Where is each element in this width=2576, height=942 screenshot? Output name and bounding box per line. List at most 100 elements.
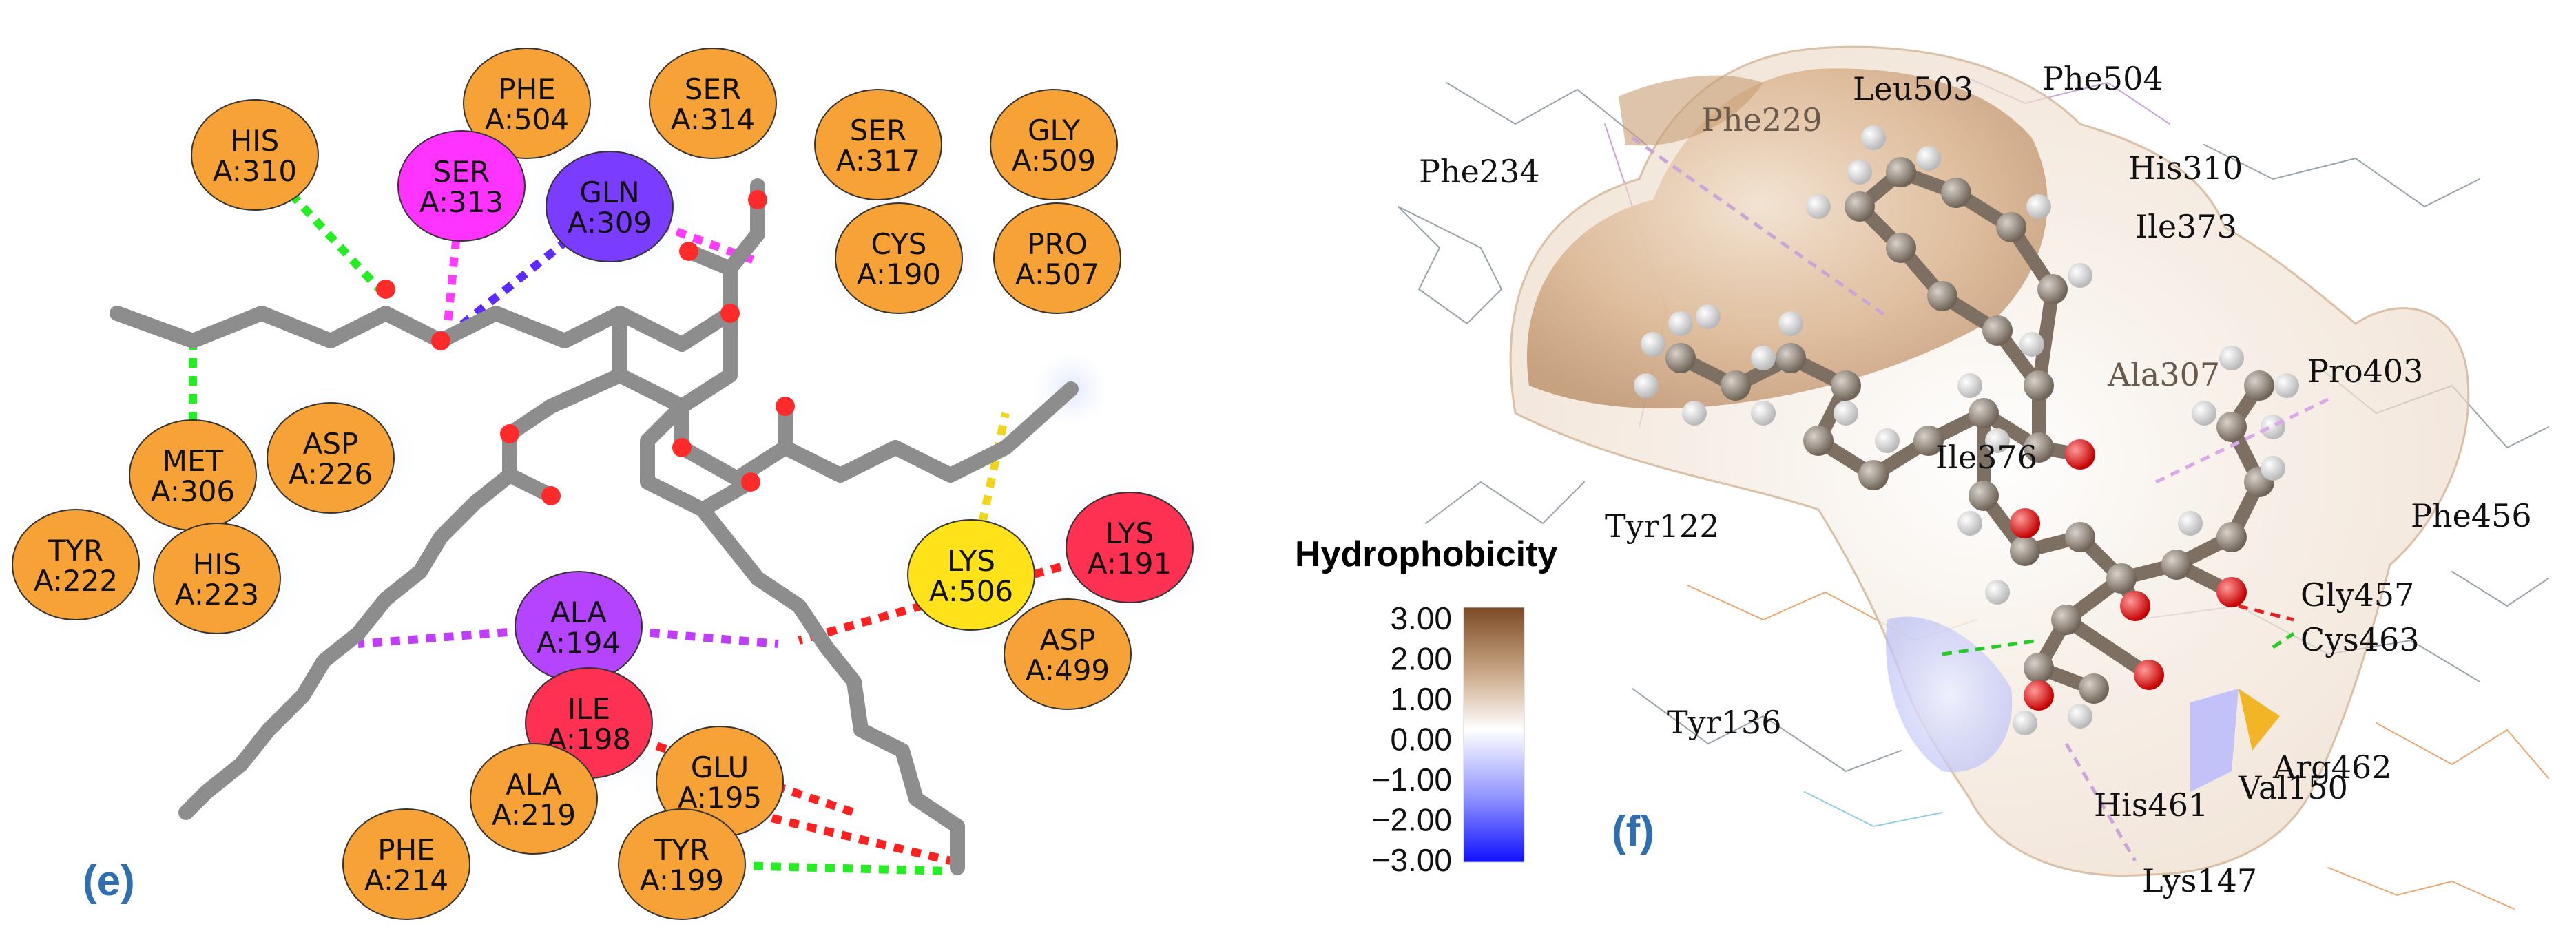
wireframe-segment: [2327, 867, 2515, 910]
interaction-line-3d: [2238, 604, 2294, 622]
ligand-bond-8: [640, 399, 965, 875]
residue-name: GLU: [691, 751, 749, 784]
legend-tick: 1.00: [1390, 681, 1452, 717]
hydrogen-atom: [1682, 401, 1707, 426]
residue-id: A:306: [151, 474, 235, 508]
residue-name: SER: [685, 72, 741, 106]
oxygen-atom: [679, 242, 698, 261]
label-gly457: Gly457: [2300, 576, 2414, 614]
carbon-atom: [1721, 370, 1751, 401]
ligand-stick: [2059, 613, 2156, 682]
hydrogen-atom: [1806, 194, 1831, 219]
residue-disc: [12, 509, 140, 620]
carbon-atom: [2161, 550, 2192, 580]
wireframe-segment: [1446, 82, 1647, 145]
label-ile373: Ile373: [2135, 208, 2237, 245]
hydrogen-atom: [1957, 373, 1982, 398]
wireframe-segment: [2451, 571, 2549, 607]
residue-name: LYS: [947, 544, 995, 578]
hydrogen-atom: [2068, 704, 2092, 729]
wireframe-segment: [1804, 791, 1943, 828]
residue-id: A:194: [537, 626, 621, 660]
hydrogen-atom: [1751, 346, 1776, 370]
residue-name: ALA: [506, 768, 562, 802]
residue-name: GLY: [1028, 114, 1080, 147]
residue-disc: [342, 808, 470, 920]
oxygen-atom: [2134, 660, 2164, 690]
label-ala307: Ala307: [2107, 356, 2220, 393]
legend-color-bar: [1463, 607, 1525, 863]
interaction-line-3d: [2272, 631, 2295, 649]
residue-id: A:504: [485, 103, 569, 136]
oxygen-atom: [541, 486, 561, 505]
carbon-atom: [1886, 157, 1916, 187]
residue-disc: [191, 99, 319, 211]
hydrogen-atom: [2013, 711, 2037, 735]
hydrogen-atom: [1875, 428, 1900, 453]
hydrogen-atom: [2274, 373, 2299, 398]
hydrophobicity-legend: Hydrophobicity 3.002.001.000.00−1.00−2.0…: [1295, 534, 1557, 878]
oxygen-atom: [500, 424, 519, 443]
residue-disc: [990, 89, 1118, 200]
residue-name: ASP: [303, 427, 359, 461]
surface-yellow-facet: [2239, 689, 2280, 751]
residue-name: ILE: [568, 692, 610, 726]
residue-disc: [463, 48, 591, 159]
residue-disc: [649, 48, 777, 159]
interaction-line: [251, 151, 389, 300]
residue-name: TYR: [654, 833, 710, 867]
residue-disc: [267, 402, 395, 514]
residue-id: A:223: [175, 578, 259, 611]
ligand-bond-1: [378, 306, 627, 348]
oxygen-atom: [748, 190, 767, 209]
residue-id: A:310: [213, 154, 297, 188]
residue-name: TYR: [48, 534, 104, 567]
residue-id: A:222: [34, 564, 118, 598]
interaction-line: [588, 719, 855, 817]
carbon-atom: [2079, 673, 2109, 704]
legend-tick: 0.00: [1390, 722, 1452, 757]
residue-disc: [993, 202, 1121, 314]
hydrogen-atom: [1985, 580, 2010, 605]
label-pro403: Pro403: [2307, 353, 2423, 390]
residue-id: A:219: [492, 798, 576, 832]
residue-id: A:214: [364, 864, 448, 897]
carbon-atom: [1776, 343, 1806, 373]
oxygen-atom: [376, 280, 395, 299]
oxygen-atom: [741, 472, 760, 492]
hydrogen-atom: [1861, 125, 1886, 150]
surface-hydrophilic-patch: [1886, 616, 2013, 773]
residue-id: A:191: [1088, 547, 1172, 580]
hydrogen-atom: [2068, 263, 2092, 288]
legend-tick: −1.00: [1372, 762, 1452, 797]
carbon-atom: [1969, 481, 1999, 511]
residue-disc: [470, 743, 598, 855]
residue-disc: [618, 808, 746, 920]
ligand-bond-4: [674, 381, 1079, 486]
oxygen-atom: [2024, 680, 2054, 711]
residue-name: ALA: [550, 596, 607, 629]
carbon-atom: [2024, 432, 2054, 463]
hydrogen-atom: [1634, 373, 1659, 398]
hydrogen-atom: [2026, 194, 2051, 219]
panel-label-f: (f): [1612, 808, 1654, 855]
carbon-atom: [2106, 563, 2137, 594]
oxygen-atom: [2216, 577, 2247, 607]
carbon-atom: [1845, 191, 1875, 222]
residue-id: A:499: [1026, 653, 1110, 687]
carbon-atom: [2244, 370, 2274, 401]
residue-name: PHE: [377, 833, 435, 867]
